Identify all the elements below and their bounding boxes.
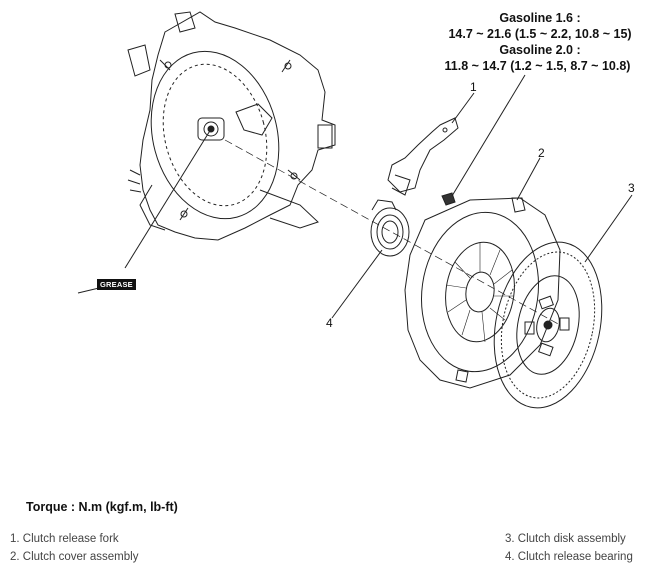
gasoline-20-title: Gasoline 2.0 : [499,43,581,57]
gasoline-16-title: Gasoline 1.6 : [499,11,581,25]
clutch-exploded-diagram [77,11,633,409]
clutch-release-bearing [370,199,410,257]
legend-item-2: 2. Clutch cover assembly [10,551,139,563]
callout-1: 1 [470,80,477,94]
clutch-disk-assembly [493,241,603,409]
fork-bolt [441,192,456,206]
transmission-housing [127,11,336,241]
torque-note: Torque : N.m (kgf.m, lb-ft) [26,500,178,514]
legend-item-3: 3. Clutch disk assembly [505,533,626,545]
callout-3: 3 [628,181,635,195]
legend-right: 3. Clutch disk assembly 4. Clutch releas… [505,530,633,566]
clutch-release-fork [387,117,459,196]
gasoline-16-torque: 14.7 ~ 21.6 (1.5 ~ 2.2, 10.8 ~ 15) [448,27,632,41]
legend-item-1: 1. Clutch release fork [10,533,119,545]
legend-left: 1. Clutch release fork 2. Clutch cover a… [10,530,138,566]
callout-2: 2 [538,146,545,160]
clutch-cover-assembly [404,197,561,389]
callout-4: 4 [326,316,333,330]
legend-item-4: 4. Clutch release bearing [505,551,633,563]
grease-label: GREASE [97,279,136,290]
gasoline-20-torque: 11.8 ~ 14.7 (1.2 ~ 1.5, 8.7 ~ 10.8) [444,59,631,73]
